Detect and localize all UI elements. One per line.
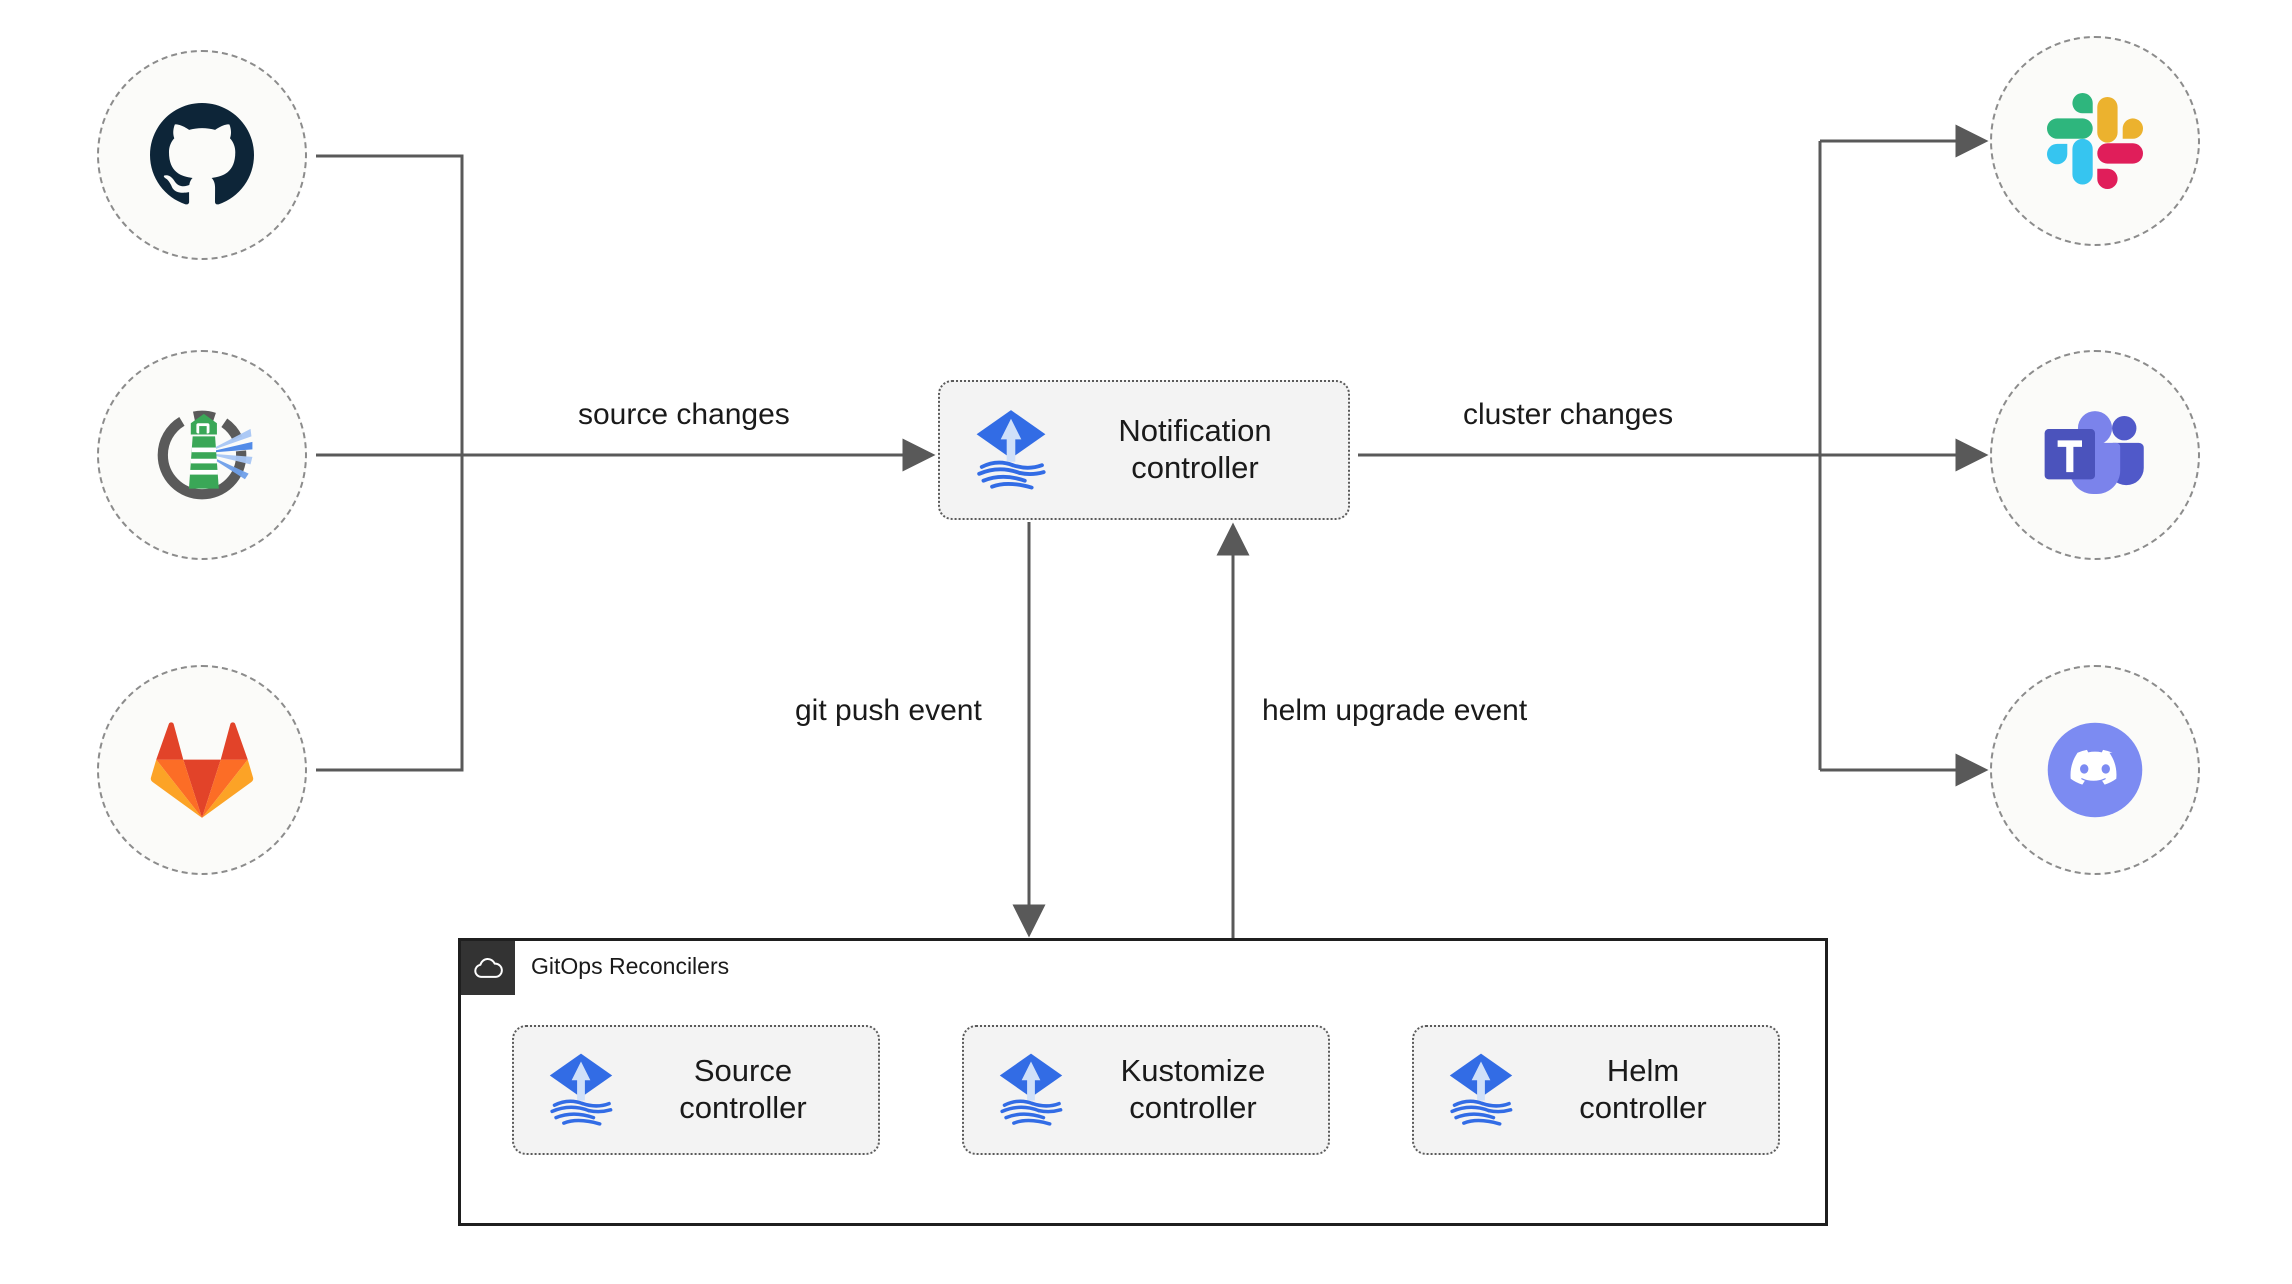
gitlab-icon	[150, 718, 254, 822]
flux-icon	[542, 1049, 620, 1132]
gitea-icon	[146, 399, 258, 511]
source-controller-node[interactable]: Source controller	[512, 1025, 880, 1155]
notification-controller-label: Notification controller	[1118, 413, 1272, 485]
kustomize-controller-label: Kustomize controller	[1120, 1053, 1266, 1125]
source-trunk	[316, 154, 464, 772]
microsoft-teams-icon	[2043, 407, 2147, 503]
source-node-github[interactable]	[97, 50, 307, 260]
source-controller-label: Source controller	[679, 1053, 807, 1125]
edge-label-git-push-event: git push event	[795, 694, 982, 727]
source-node-gitea[interactable]	[97, 350, 307, 560]
target-node-slack[interactable]	[1990, 36, 2200, 246]
notification-controller-node[interactable]: Notification controller	[938, 380, 1350, 520]
flux-icon	[968, 405, 1054, 496]
edge-label-cluster-changes: cluster changes	[1463, 398, 1674, 431]
flux-icon	[992, 1049, 1070, 1132]
github-icon	[150, 103, 254, 207]
flux-icon	[1442, 1049, 1520, 1132]
gitops-reconcilers-title: GitOps Reconcilers	[531, 953, 730, 979]
target-node-discord[interactable]	[1990, 665, 2200, 875]
kustomize-controller-node[interactable]: Kustomize controller	[962, 1025, 1330, 1155]
slack-icon	[2047, 93, 2143, 189]
helm-controller-node[interactable]: Helm controller	[1412, 1025, 1780, 1155]
edge-label-source-changes: source changes	[578, 398, 790, 431]
helm-controller-label: Helm controller	[1579, 1053, 1707, 1125]
cloud-icon	[461, 941, 515, 995]
edge-label-helm-upgrade-event: helm upgrade event	[1262, 694, 1528, 727]
source-node-gitlab[interactable]	[97, 665, 307, 875]
discord-icon	[2043, 718, 2147, 822]
target-node-teams[interactable]	[1990, 350, 2200, 560]
